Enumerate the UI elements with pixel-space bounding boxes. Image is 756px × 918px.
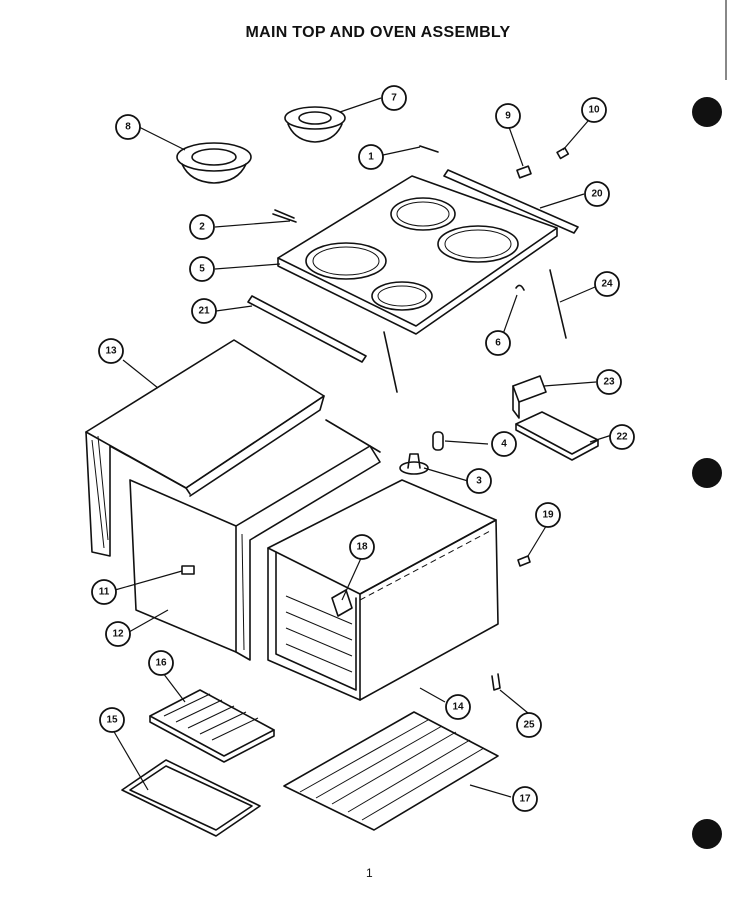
part-8-drip-bowl xyxy=(176,142,252,184)
part-20-trim xyxy=(443,169,579,234)
callout-label: 24 xyxy=(601,279,613,290)
part-24-rod xyxy=(549,269,567,339)
callout-5: 5 xyxy=(189,256,215,282)
callout-label: 1 xyxy=(368,152,374,163)
callout-label: 10 xyxy=(588,105,600,116)
part-2-screw xyxy=(272,209,297,223)
rod-under-top xyxy=(383,331,398,393)
callout-label: 19 xyxy=(542,510,554,521)
part-17-oven-rack xyxy=(283,711,499,831)
callout-label: 25 xyxy=(523,720,535,731)
callout-label: 23 xyxy=(603,377,615,388)
part-13-insulation xyxy=(85,339,325,557)
callout-6: 6 xyxy=(485,330,511,356)
callout-label: 15 xyxy=(106,715,118,726)
part-14-oven-cavity xyxy=(267,479,499,701)
part-4-knob xyxy=(432,431,444,451)
part-5-cooktop xyxy=(277,175,558,335)
callout-14: 14 xyxy=(445,694,471,720)
part-1-clip xyxy=(419,145,439,153)
binder-hole-bottom xyxy=(692,819,722,849)
part-6-clip xyxy=(515,284,525,291)
page-number: 1 xyxy=(366,866,373,880)
callout-label: 18 xyxy=(356,542,368,553)
callout-9: 9 xyxy=(495,103,521,129)
part-7-drip-bowl xyxy=(284,106,346,143)
part-22-panel xyxy=(515,411,599,461)
part-12-wrap xyxy=(129,419,381,661)
callout-label: 17 xyxy=(519,794,531,805)
callout-8: 8 xyxy=(115,114,141,140)
callout-13: 13 xyxy=(98,338,124,364)
callout-label: 12 xyxy=(112,629,124,640)
part-25-clip xyxy=(491,673,501,691)
callout-label: 14 xyxy=(452,702,464,713)
callout-label: 4 xyxy=(501,439,507,450)
callout-4: 4 xyxy=(491,431,517,457)
binder-hole-top xyxy=(692,97,722,127)
callout-label: 9 xyxy=(505,111,511,122)
callout-18: 18 xyxy=(349,534,375,560)
callout-label: 20 xyxy=(591,189,603,200)
callout-17: 17 xyxy=(512,786,538,812)
callout-12: 12 xyxy=(105,621,131,647)
leader-lines xyxy=(112,97,616,798)
callout-3: 3 xyxy=(466,468,492,494)
callout-2: 2 xyxy=(189,214,215,240)
callout-7: 7 xyxy=(381,85,407,111)
part-9-bracket xyxy=(516,165,532,179)
callout-25: 25 xyxy=(516,712,542,738)
callout-19: 19 xyxy=(535,502,561,528)
callout-23: 23 xyxy=(596,369,622,395)
part-15-broiler-pan xyxy=(121,759,261,837)
callout-label: 3 xyxy=(476,476,482,487)
callout-label: 11 xyxy=(99,587,110,598)
callout-label: 2 xyxy=(199,222,205,233)
callout-15: 15 xyxy=(99,707,125,733)
callout-11: 11 xyxy=(91,579,117,605)
callout-label: 13 xyxy=(105,346,117,357)
callout-label: 16 xyxy=(155,658,167,669)
callout-22: 22 xyxy=(609,424,635,450)
part-19-clip xyxy=(517,555,531,567)
part-23-switch xyxy=(512,375,547,419)
callout-label: 7 xyxy=(391,93,397,104)
part-3-foot xyxy=(399,453,429,475)
page-title: MAIN TOP AND OVEN ASSEMBLY xyxy=(245,24,511,41)
part-10-bracket xyxy=(556,147,570,160)
part-11-clip xyxy=(181,565,195,575)
callout-24: 24 xyxy=(594,271,620,297)
callout-16: 16 xyxy=(148,650,174,676)
callout-1: 1 xyxy=(358,144,384,170)
part-21-trim xyxy=(247,295,367,363)
callout-10: 10 xyxy=(581,97,607,123)
callout-label: 21 xyxy=(198,306,210,317)
callout-21: 21 xyxy=(191,298,217,324)
callout-label: 8 xyxy=(125,122,131,133)
callout-label: 22 xyxy=(616,432,628,443)
binder-hole-middle xyxy=(692,458,722,488)
callout-20: 20 xyxy=(584,181,610,207)
part-16-broiler-grid xyxy=(149,689,275,763)
callout-label: 5 xyxy=(199,264,205,275)
callout-label: 6 xyxy=(495,338,501,349)
